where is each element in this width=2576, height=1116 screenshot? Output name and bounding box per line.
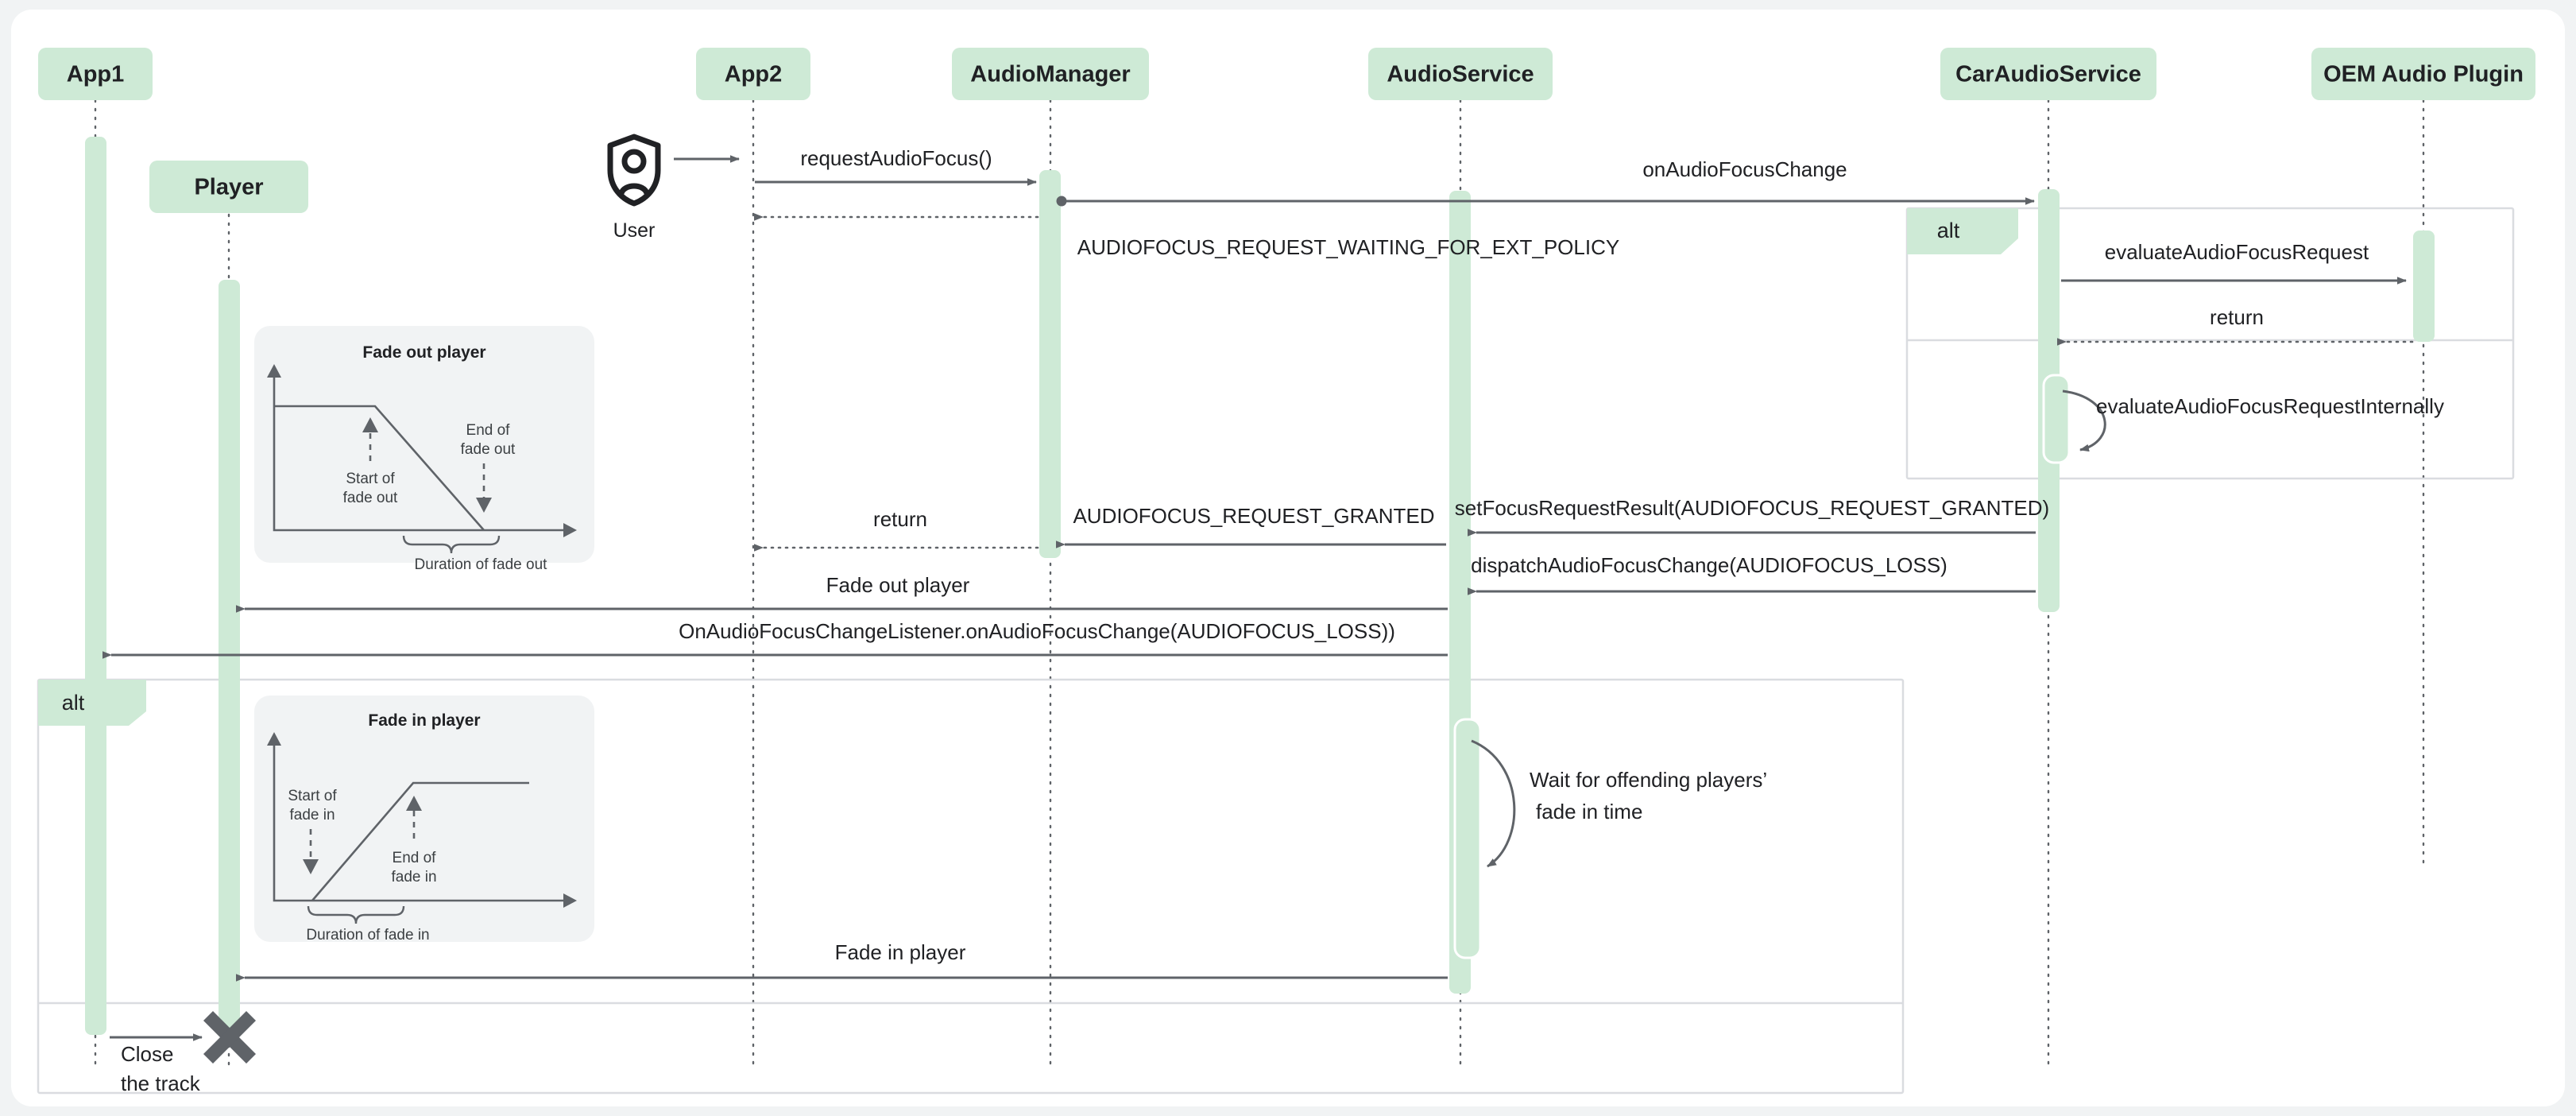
- message-return-audiomanager: return: [754, 507, 1039, 552]
- message-label-dispatchAudioFocusChange: dispatchAudioFocusChange(AUDIOFOCUS_LOSS…: [1471, 553, 1947, 577]
- lifeline-head-app1[interactable]: App1: [38, 48, 153, 100]
- lifeline-head-app2[interactable]: App2: [696, 48, 810, 100]
- activation-bars: [85, 137, 2435, 1038]
- lifeline-label-player: Player: [194, 175, 263, 200]
- message-fade-out-player: Fade out player: [236, 573, 1448, 613]
- note-fade-in-start-line2: fade in: [289, 807, 335, 823]
- note-fade-out-start-line1: Start of: [346, 471, 395, 487]
- lifeline-head-caraudioservice[interactable]: CarAudioService: [1940, 48, 2156, 100]
- message-label-requestAudioFocus: requestAudioFocus(): [800, 146, 992, 170]
- message-label-close-the-track-line2: the track: [121, 1071, 201, 1095]
- message-label-evaluateAudioFocusRequestInternally: evaluateAudioFocusRequestInternally: [2096, 394, 2444, 418]
- activation-app1: [85, 137, 106, 1035]
- activation-audiomanager: [1039, 170, 1061, 558]
- message-requestAudioFocus: requestAudioFocus(): [755, 146, 1037, 186]
- note-fade-in-title: Fade in player: [368, 711, 480, 730]
- message-evaluateAudioFocusRequest: evaluateAudioFocusRequest: [2061, 240, 2407, 285]
- message-label-wait-fade-in-time-line2: fade in time: [1536, 800, 1642, 823]
- message-setFocusRequestResult: setFocusRequestResult(AUDIOFOCUS_REQUEST…: [1455, 496, 2049, 537]
- actor-user[interactable]: User: [607, 134, 740, 242]
- lifeline-head-oemplugin[interactable]: OEM Audio Plugin: [2311, 48, 2535, 100]
- activation-oemplugin: [2413, 231, 2435, 342]
- note-fade-out-title: Fade out player: [362, 343, 485, 362]
- message-onAudioFocusChangeListener: OnAudioFocusChangeListener.onAudioFocusC…: [102, 619, 1448, 659]
- message-evaluateAudioFocusRequestInternally: evaluateAudioFocusRequestInternally: [2062, 389, 2444, 452]
- actor-user-label: User: [613, 219, 656, 242]
- fragment-alt-right-label: alt: [1937, 219, 1960, 242]
- note-fade-in-end-line1: End of: [393, 850, 437, 866]
- message-label-close-the-track-line1: Close: [121, 1042, 173, 1066]
- activation-audioservice-wait: [1453, 718, 1482, 959]
- message-label-return-audiomanager: return: [873, 507, 927, 531]
- message-label-fade-in-player: Fade in player: [835, 940, 966, 964]
- note-fade-out-end-line1: End of: [466, 422, 511, 439]
- lifeline-label-audiomanager: AudioManager: [970, 62, 1130, 87]
- lifeline-label-app2: App2: [725, 62, 783, 87]
- message-audiofocus-request-granted: AUDIOFOCUS_REQUEST_GRANTED: [1056, 504, 1446, 548]
- message-label-evaluateAudioFocusRequest: evaluateAudioFocusRequest: [2105, 240, 2369, 264]
- message-label-setFocusRequestResult: setFocusRequestResult(AUDIOFOCUS_REQUEST…: [1455, 496, 2049, 520]
- message-label-audiofocus-request-waiting: AUDIOFOCUS_REQUEST_WAITING_FOR_EXT_POLIC…: [1077, 235, 1619, 259]
- message-onAudioFocusChange: onAudioFocusChange: [1056, 157, 2035, 207]
- message-audiofocus-request-waiting: AUDIOFOCUS_REQUEST_WAITING_FOR_EXT_POLIC…: [754, 213, 1619, 259]
- message-dispatchAudioFocusChange: dispatchAudioFocusChange(AUDIOFOCUS_LOSS…: [1468, 553, 2036, 595]
- fragment-alt-right: alt: [1905, 207, 2515, 480]
- note-fade-in-end-line2: fade in: [391, 869, 436, 885]
- fragment-alt-left-label: alt: [62, 691, 85, 715]
- lifeline-heads: App1 Player App2 AudioManager AudioServi…: [38, 48, 2535, 213]
- message-label-return-oem: return: [2210, 305, 2264, 329]
- message-fade-in-player: Fade in player: [236, 940, 1448, 982]
- note-fade-in-duration: Duration of fade in: [306, 927, 429, 944]
- lifeline-label-caraudioservice: CarAudioService: [1955, 62, 2141, 87]
- message-close-the-track: Close the track: [110, 1010, 257, 1095]
- message-label-onAudioFocusChange: onAudioFocusChange: [1642, 157, 1847, 181]
- message-label-fade-out-player: Fade out player: [826, 573, 970, 597]
- message-return-oem: return: [2057, 305, 2414, 346]
- note-fade-in-start-line1: Start of: [288, 788, 337, 804]
- user-shield-icon: [607, 134, 661, 207]
- lifeline-label-app1: App1: [67, 62, 125, 87]
- note-fade-out-start-line2: fade out: [343, 490, 398, 506]
- lifeline-label-audioservice: AudioService: [1387, 62, 1534, 87]
- note-fade-out-player: Fade out player Start of fade out End of…: [254, 326, 594, 573]
- message-label-onAudioFocusChangeListener: OnAudioFocusChangeListener.onAudioFocusC…: [679, 619, 1395, 643]
- activation-player: [219, 280, 240, 1038]
- lifeline-head-audioservice[interactable]: AudioService: [1368, 48, 1553, 100]
- lifeline-label-oemplugin: OEM Audio Plugin: [2323, 62, 2524, 87]
- message-label-audiofocus-request-granted: AUDIOFOCUS_REQUEST_GRANTED: [1073, 504, 1434, 528]
- destroy-x-icon: [203, 1010, 257, 1064]
- message-label-wait-fade-in-time-line1: Wait for offending players’: [1530, 768, 1767, 792]
- activation-caraudioservice-internal: [2042, 374, 2071, 464]
- lifeline-head-player[interactable]: Player: [149, 161, 308, 213]
- note-fade-out-end-line2: fade out: [461, 441, 516, 458]
- note-fade-out-duration: Duration of fade out: [415, 556, 548, 573]
- lifeline-head-audiomanager[interactable]: AudioManager: [952, 48, 1149, 100]
- message-wait-fade-in-time: Wait for offending players’ fade in time: [1471, 739, 1767, 868]
- note-fade-in-player: Fade in player Start of fade in End of f…: [254, 696, 594, 944]
